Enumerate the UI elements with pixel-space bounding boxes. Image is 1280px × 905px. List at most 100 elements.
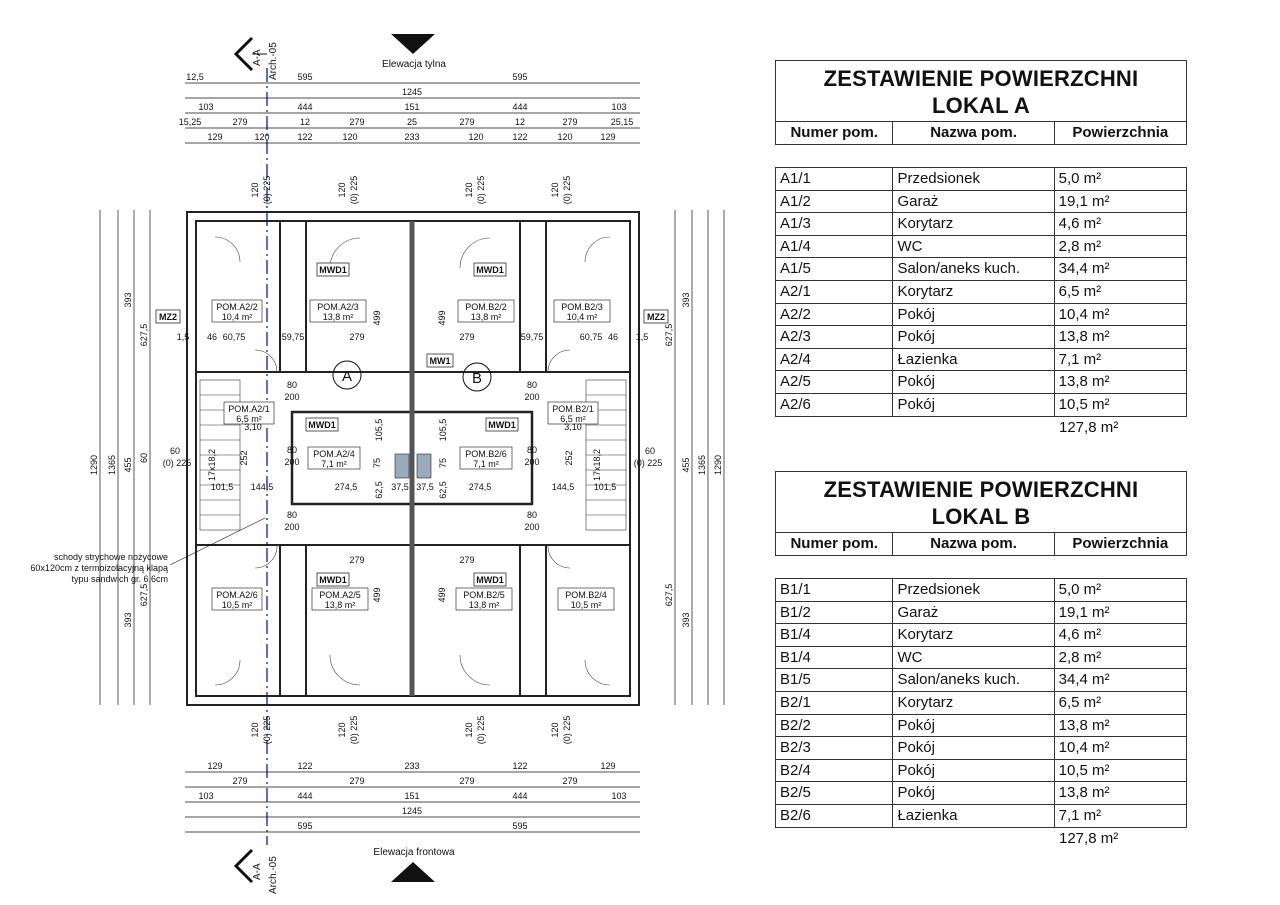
dim-top-r5-2: 120 [254,132,269,142]
dim-right-627: 627,5 [664,324,674,347]
dim-144: 144,5 [552,482,575,492]
dim-right-627-b: 627,5 [664,584,674,607]
section-ref-bottom: Arch.-05 [268,856,279,894]
dim-top-r4-8: 279 [562,117,577,127]
dim-200: 200 [284,457,299,467]
dim-bot-r4-4: 279 [349,776,364,786]
dim-120: 120 [250,722,260,737]
dim-bot-r5-5: 233 [404,761,419,771]
dim-top-r4-1: 15,25 [179,117,202,127]
section-label-bottom: A-A [252,863,263,880]
room-name-cell: Korytarz [893,624,1055,646]
dim-59-75: 59,75 [282,332,305,342]
dim-top-r4-4: 279 [349,117,364,127]
schedule-b-title: ZESTAWIENIE POWIERZCHNI LOKAL B [775,471,1187,532]
room-name: POM.B2/1 [552,404,594,414]
room-number-cell: B2/4 [776,759,894,782]
dim-1-5: 1,5 [177,332,190,342]
dim-80: 80 [287,510,297,520]
stairs-note: schody strychowe nożycowe 60x120cm z ter… [30,517,266,584]
room-name-cell: Pokój [893,303,1055,326]
room-area-cell: 5,0 m² [1058,170,1102,187]
dim-bot-r3-5: 103 [611,791,626,801]
room-area-cell: 10,4 m² [1058,739,1110,757]
dim-499: 499 [372,587,382,602]
schedule-b-total: 127,8 m² [1059,829,1119,847]
tag-mw1: MW1 [430,356,451,366]
room-area-cell: 6,5 m² [1058,282,1102,300]
room-name: POM.B2/5 [463,590,505,600]
room-number-cell: A1/4 [776,235,894,258]
dim-left-1290: 1290 [89,455,99,475]
room-name-cell: WC [893,235,1055,258]
dim-120: 120 [250,182,260,197]
dim-252: 252 [239,450,249,465]
room-area-cell: 10,4 m² [1058,305,1110,323]
dim-bot-r4-8: 279 [562,776,577,786]
room-name-cell: Korytarz [893,280,1055,303]
elevation-arrow-bottom [391,862,435,882]
room-area-cell: 4,6 m² [1058,215,1102,233]
room-name: POM.A2/3 [317,302,359,312]
dim-top-r5-7: 122 [512,132,527,142]
dim-37: 37,5 [391,482,409,492]
dim-bot-total: 1245 [402,806,422,816]
dim-120: 120 [337,722,347,737]
dim-bot-r3-2: 444 [297,791,312,801]
room-name: POM.A2/1 [228,404,270,414]
fixture-a [394,453,410,479]
room-number-cell: A2/3 [776,326,894,348]
dim-59-75: 59,75 [521,332,544,342]
dim-80: 80 [287,380,297,390]
schedule-b-header: Numer pom. Nazwa pom. Powierzchnia [775,532,1187,556]
room-area-cell: 2,8 m² [1058,648,1102,666]
dim-left-455: 455 [123,457,133,472]
dim-top-r5-9: 129 [600,132,615,142]
dim-75: 75 [372,458,382,468]
header-number: Numer pom. [776,533,894,555]
schedule-b-title-line1: ZESTAWIENIE POWIERZCHNI [823,477,1139,502]
door-swings [214,236,611,686]
room-name-cell: Garaż [893,190,1055,213]
header-name: Nazwa pom. [893,122,1055,144]
dim-left-1365: 1365 [107,455,117,475]
dim-right-1365: 1365 [697,455,707,475]
room-name: POM.A2/5 [319,590,361,600]
room-name-cell: Przedsionek [893,579,1055,601]
dim-105: 105,5 [438,419,448,442]
room-name-cell: Korytarz [893,213,1055,235]
room-area: 13,8 m² [471,312,502,322]
room-number-cell: B1/2 [776,601,894,624]
room-area-cell: 19,1 m² [1058,603,1110,621]
dim-top-r3-1: 103 [198,102,213,112]
dim-right-455: 455 [681,457,691,472]
unit-label-a: A [342,368,352,385]
room-number-cell: B1/5 [776,669,894,691]
dim-200: 200 [524,522,539,532]
room-area-cell: 5,0 m² [1058,581,1102,598]
room-name: POM.A2/6 [216,590,258,600]
dim-37: 37,5 [416,482,434,492]
dim-top-2: 595 [297,72,312,82]
room-number-cell: A2/2 [776,303,894,326]
dim-3-10: 3,10 [244,422,262,432]
tag-mwd1-3: MWD1 [308,420,336,430]
dim-top-r5-3: 122 [297,132,312,142]
dim-stairs: 17x18,2 [207,449,217,481]
building-walls [186,211,640,706]
dim-120: 120 [464,722,474,737]
dim-60-75: 60,75 [580,332,603,342]
dim-120: 120 [337,182,347,197]
room-number-cell: A1/1 [776,168,894,190]
dim-right-393: 393 [681,292,691,307]
dim-3-10: 3,10 [564,422,582,432]
room-area-cell: 2,8 m² [1058,237,1102,255]
